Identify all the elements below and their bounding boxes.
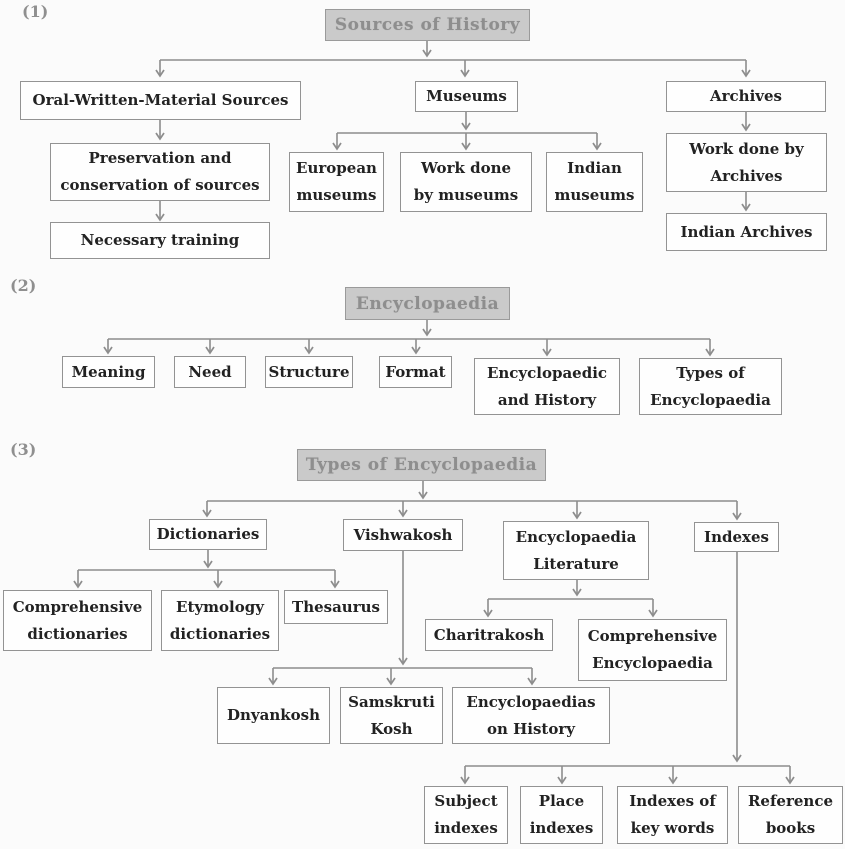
node-samskruti-kosh: Samskruti Kosh [340,687,443,744]
node-preservation-and-conservation: Preservation and conservation of sources [50,143,270,201]
section-label-2: (2) [10,276,37,295]
node-place-indexes: Place indexes [520,786,603,844]
node-subject-indexes: Subject indexes [424,786,508,844]
node-etymology-dictionaries: Etymology dictionaries [161,590,279,651]
node-museums: Museums [415,81,518,112]
node-necessary-training: Necessary training [50,222,270,259]
node-european-museums: European museums [289,152,384,212]
title-encyclopaedia: Encyclopaedia [345,287,510,320]
node-indexes: Indexes [694,522,779,552]
node-comprehensive-dictionaries: Comprehensive dictionaries [3,590,152,651]
title-sources-of-history: Sources of History [325,9,530,41]
node-need: Need [174,356,246,388]
node-work-done-by-museums: Work done by museums [400,152,532,212]
node-archives: Archives [666,81,826,112]
node-charitrakosh: Charitrakosh [425,619,553,651]
node-encyclopaedia-literature: Encyclopaedia Literature [503,521,649,580]
node-thesaurus: Thesaurus [284,590,388,624]
node-indexes-of-key-words: Indexes of key words [617,786,728,844]
section-2-connectors [103,320,715,357]
node-meaning: Meaning [62,356,155,388]
section-label-3: (3) [10,440,37,459]
node-format: Format [379,356,452,388]
section-1-connectors [155,41,751,222]
section-label-1: (1) [22,2,49,21]
node-structure: Structure [265,356,353,388]
node-vishwakosh: Vishwakosh [343,519,463,551]
node-work-done-by-archives: Work done by Archives [666,133,827,192]
node-types-of-encyclopaedia: Types of Encyclopaedia [639,358,782,415]
node-encyclopaedic-and-history: Encyclopaedic and History [474,358,620,415]
node-comprehensive-encyclopaedia: Comprehensive Encyclopaedia [578,619,727,681]
node-indian-archives: Indian Archives [666,213,827,251]
node-dictionaries: Dictionaries [149,519,267,550]
title-types-of-encyclopaedia: Types of Encyclopaedia [297,449,546,481]
node-encyclopaedias-on-history: Encyclopaedias on History [452,687,610,744]
node-indian-museums: Indian museums [546,152,643,212]
node-reference-books: Reference books [738,786,843,844]
node-dnyankosh: Dnyankosh [217,687,330,744]
node-oral-written-material-sources: Oral-Written-Material Sources [20,81,301,120]
section-3-connectors [73,481,795,785]
